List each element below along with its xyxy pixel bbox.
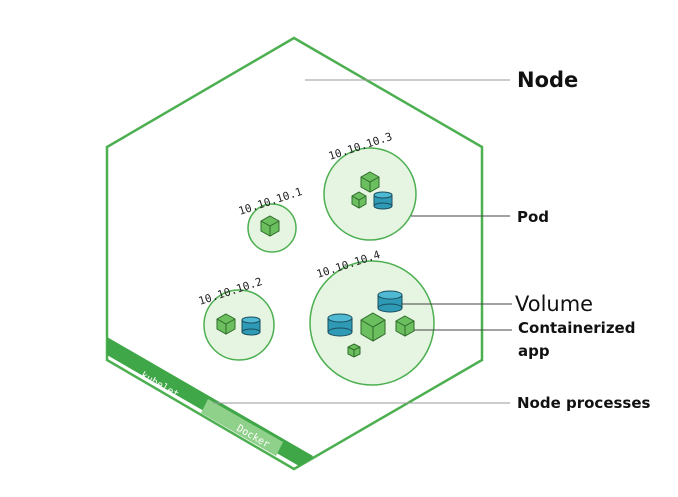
docker-band xyxy=(201,399,283,456)
container-icon xyxy=(395,315,415,337)
container-icon xyxy=(360,312,386,342)
node-processes-band xyxy=(107,337,313,469)
volume-icon xyxy=(327,313,353,337)
pod-label: Pod xyxy=(517,208,549,226)
node-hexagon xyxy=(105,36,484,471)
container-icon xyxy=(260,215,280,237)
container-icon xyxy=(216,313,236,335)
containerized-app-label-line2: app xyxy=(518,342,550,360)
volume-label: Volume xyxy=(515,292,593,316)
node-label: Node xyxy=(517,68,578,92)
containerized-app-label-line1: Containerized xyxy=(518,319,635,337)
volume-icon xyxy=(241,316,261,336)
container-icon xyxy=(351,191,367,209)
node-processes-label: Node processes xyxy=(517,394,651,412)
pod-3: 10.10.10.3 xyxy=(323,130,417,241)
pod-circle xyxy=(323,147,417,241)
container-icon xyxy=(360,171,380,193)
volume-icon xyxy=(377,290,403,313)
container-icon xyxy=(347,343,361,358)
pod-circle xyxy=(203,289,275,361)
pod-4: 10.10.10.4 xyxy=(309,248,435,386)
volume-icon xyxy=(373,191,393,210)
